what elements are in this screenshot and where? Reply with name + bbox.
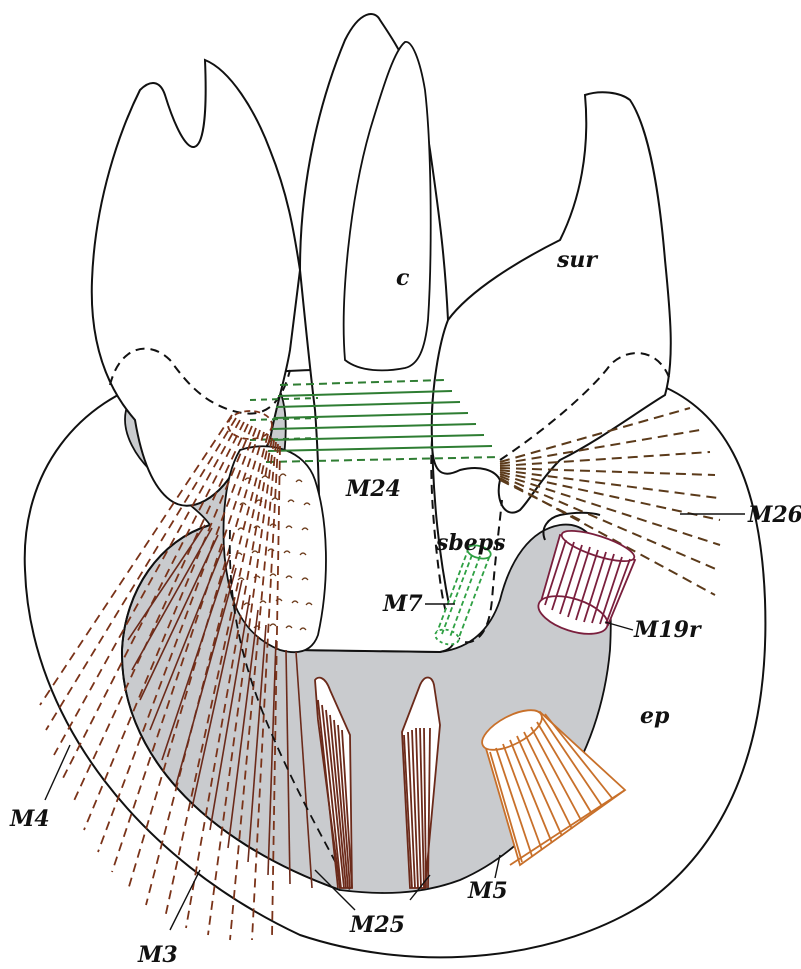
label-m5: M5 <box>467 878 508 904</box>
label-sbeps: sbeps <box>435 530 506 556</box>
label-m19r: M19r <box>633 617 702 643</box>
label-m3: M3 <box>137 942 178 968</box>
label-ep: ep <box>640 703 670 729</box>
label-m4: M4 <box>9 806 50 832</box>
label-m7: M7 <box>382 591 423 617</box>
label-m25: M25 <box>349 912 405 938</box>
label-m26: M26 <box>747 502 801 528</box>
label-m24: M24 <box>345 476 401 502</box>
label-sur: sur <box>556 247 598 273</box>
label-c: c <box>396 265 410 291</box>
